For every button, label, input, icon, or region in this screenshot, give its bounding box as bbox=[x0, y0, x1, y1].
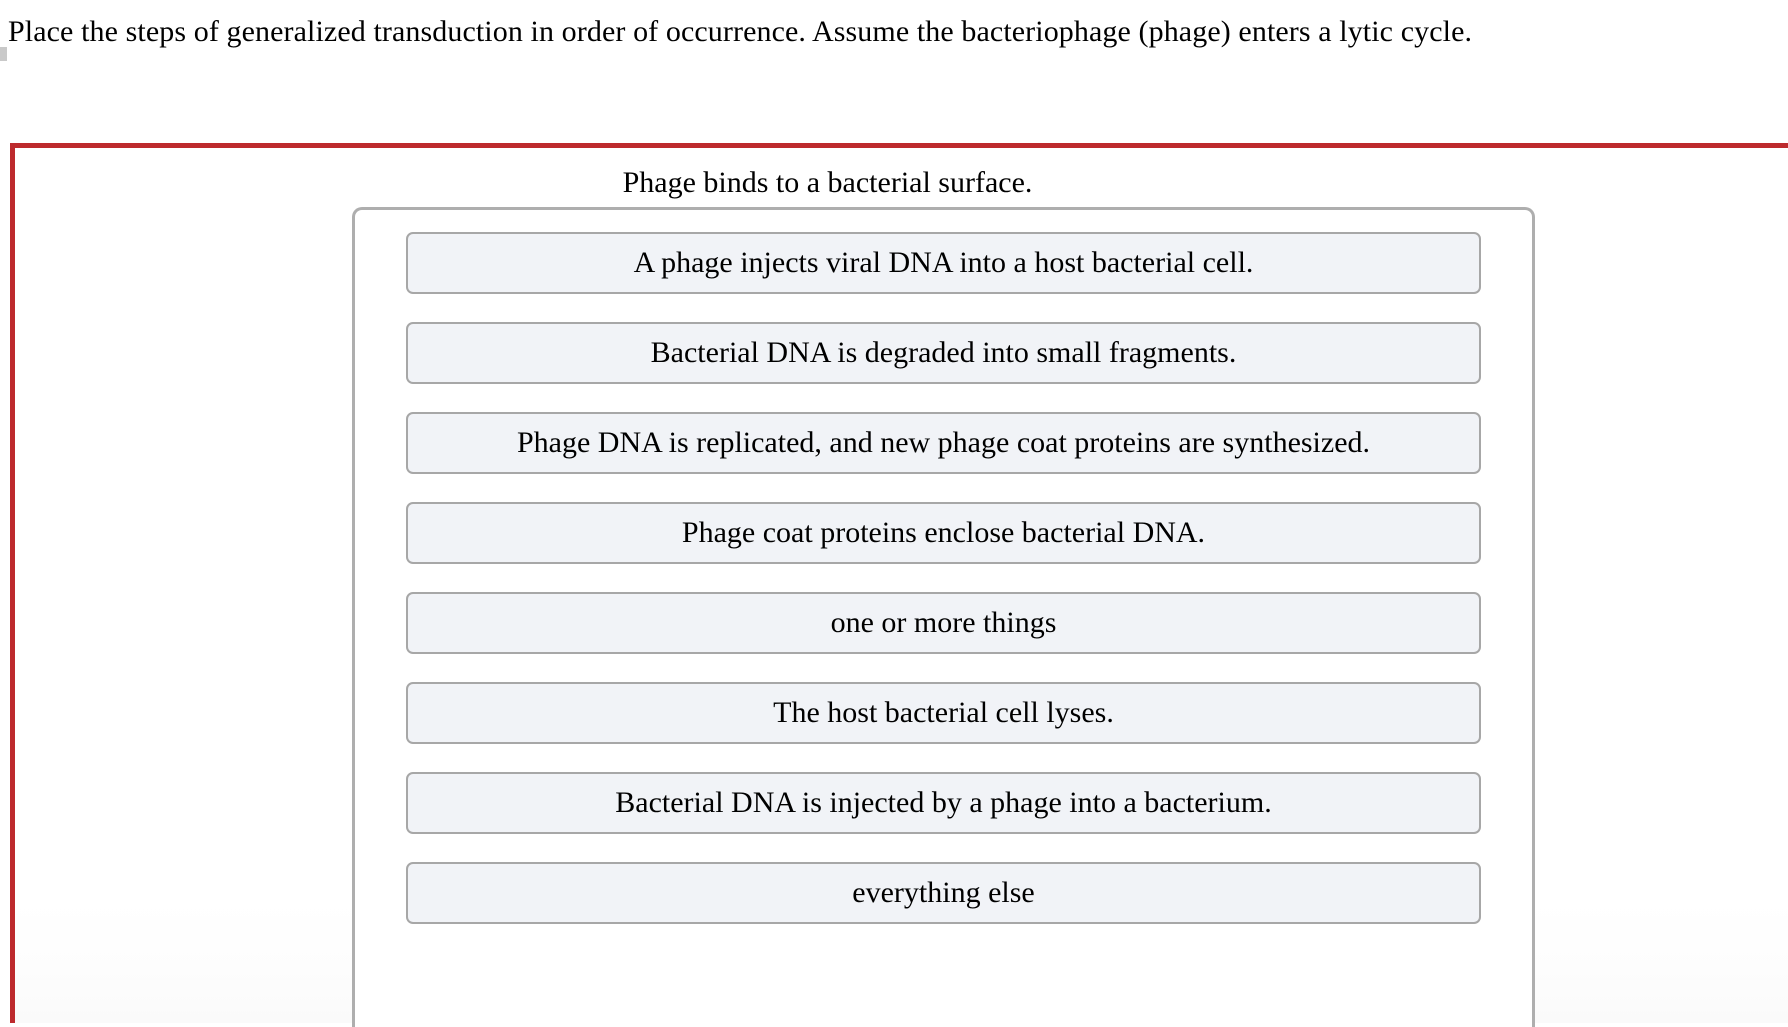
scroll-artifact bbox=[0, 47, 7, 61]
list-item[interactable]: Phage DNA is replicated, and new phage c… bbox=[406, 412, 1481, 474]
list-item[interactable]: everything else bbox=[406, 862, 1481, 924]
answer-region: Phage binds to a bacterial surface. A ph… bbox=[10, 143, 1788, 1027]
drag-drop-container[interactable]: A phage injects viral DNA into a host ba… bbox=[352, 207, 1535, 1027]
list-item[interactable]: Bacterial DNA is degraded into small fra… bbox=[406, 322, 1481, 384]
list-item[interactable]: Phage coat proteins enclose bacterial DN… bbox=[406, 502, 1481, 564]
question-prompt: Place the steps of generalized transduct… bbox=[8, 15, 1473, 48]
list-item[interactable]: one or more things bbox=[406, 592, 1481, 654]
list-item[interactable]: A phage injects viral DNA into a host ba… bbox=[406, 232, 1481, 294]
region-heading: Phage binds to a bacterial surface. bbox=[622, 166, 1033, 199]
list-item[interactable]: Bacterial DNA is injected by a phage int… bbox=[406, 772, 1481, 834]
list-item[interactable]: The host bacterial cell lyses. bbox=[406, 682, 1481, 744]
